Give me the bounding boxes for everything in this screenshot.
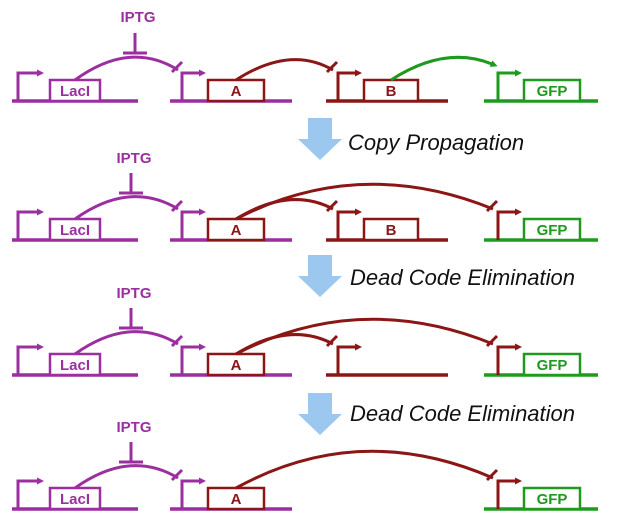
repression-tick	[325, 60, 339, 74]
repression-tick	[485, 334, 499, 348]
step-label: Copy Propagation	[348, 130, 524, 155]
gene-unit-gfp	[484, 69, 598, 103]
repression-tick	[485, 468, 499, 482]
regulation-arc-laci	[74, 195, 179, 221]
gene-unit-gfp	[484, 343, 598, 377]
gene-unit-gfp	[484, 477, 598, 511]
repression-bar-iptg	[123, 33, 147, 55]
inducer-label: IPTG	[116, 285, 151, 302]
repression-tick	[170, 60, 184, 74]
circuit-row-4: LacI IPTG A GFP	[12, 419, 598, 511]
regulation-arc-a-to-gfp	[235, 317, 494, 356]
regulation-arc-laci	[74, 55, 179, 82]
repression-tick	[325, 199, 339, 213]
gene-unit-b	[326, 69, 448, 103]
step-label: Dead Code Elimination	[350, 265, 575, 290]
gene-label: B	[386, 222, 397, 239]
regulation-arc-a-to-gfp	[235, 182, 494, 221]
gene-label: GFP	[537, 83, 568, 100]
gene-label: GFP	[537, 491, 568, 508]
gene-label: B	[386, 83, 397, 100]
inducer-label: IPTG	[120, 9, 155, 26]
step-label: Dead Code Elimination	[350, 401, 575, 426]
gene-unit-b	[326, 208, 448, 242]
gene-label: LacI	[60, 357, 90, 374]
circuit-row-1: LacI IPTG A B GFP	[12, 9, 598, 103]
activation-arc-b	[390, 55, 498, 82]
gene-unit-a	[170, 343, 292, 377]
regulation-arc-a-to-promoter	[235, 333, 334, 356]
gene-unit-gfp	[484, 208, 598, 242]
regulation-arc-laci	[74, 464, 179, 490]
repression-bar-iptg	[119, 173, 143, 195]
gene-label: A	[231, 491, 242, 508]
circuit-row-2: LacI IPTG A B GFP	[12, 150, 598, 242]
gene-label: A	[231, 83, 242, 100]
transform-arrow-icon	[298, 393, 342, 435]
regulation-arc-laci	[74, 330, 179, 356]
inducer-label: IPTG	[116, 150, 151, 167]
gene-label: GFP	[537, 357, 568, 374]
regulation-arc-a-to-b	[235, 198, 334, 221]
transform-arrow-icon	[298, 255, 342, 297]
repression-bar-iptg	[119, 442, 143, 464]
inducer-label: IPTG	[116, 419, 151, 436]
repression-tick	[170, 468, 184, 482]
regulation-arc-a	[235, 58, 334, 82]
regulation-arc-a-to-gfp	[235, 449, 494, 490]
repression-tick	[170, 334, 184, 348]
gene-label: LacI	[60, 222, 90, 239]
gene-label: LacI	[60, 83, 90, 100]
transform-arrow-icon	[298, 118, 342, 160]
gene-unit-a	[170, 477, 292, 511]
gene-label: GFP	[537, 222, 568, 239]
gene-label: A	[231, 357, 242, 374]
gene-label: LacI	[60, 491, 90, 508]
repression-bar-iptg	[119, 308, 143, 330]
gene-unit-empty	[326, 343, 448, 377]
repression-tick	[485, 199, 499, 213]
repression-tick	[325, 334, 339, 348]
repression-tick	[170, 199, 184, 213]
gene-label: A	[231, 222, 242, 239]
circuit-row-3: LacI IPTG A GFP	[12, 285, 598, 377]
gene-unit-laci	[12, 208, 138, 242]
